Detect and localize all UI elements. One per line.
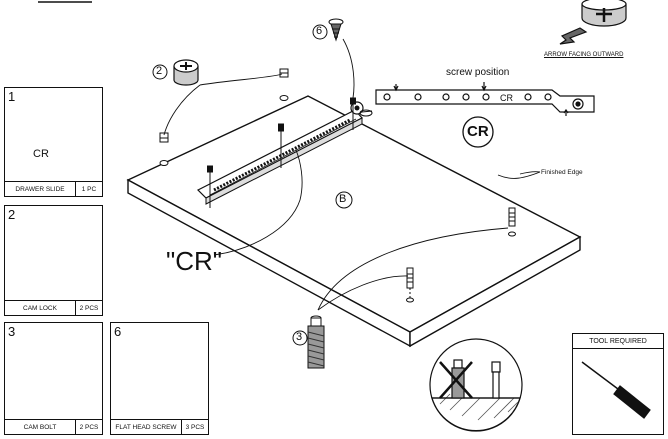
screwdriver-drawing: [581, 361, 651, 419]
slide-screws: [207, 97, 356, 208]
part-box-drawer-slide: 1 CR DRAWER SLIDE 1 PC: [4, 87, 103, 197]
part-qty: 3 PCS: [185, 423, 205, 431]
part-qty: 1 PC: [81, 185, 97, 193]
part-name: CAM LOCK: [5, 301, 76, 315]
panel-b: [126, 95, 582, 348]
panel-holes: [159, 68, 516, 303]
arrow-facing-label: ARROW FACING OUTWARD: [544, 52, 624, 58]
leader-lines: [163, 38, 541, 311]
cam-detail: [559, 0, 627, 45]
part-box-cam-bolt: 3 CAM BOLT 2 PCS: [4, 322, 103, 435]
part-name: DRAWER SLIDE: [5, 182, 76, 196]
tool-required-box: TOOL REQUIRED: [572, 333, 664, 435]
finished-edge-label: Finished Edge: [541, 169, 583, 176]
callout-b: B: [339, 193, 347, 205]
slide-detail: [375, 82, 595, 116]
part-box-cam-lock: 2 CAM LOCK 2 PCS: [4, 205, 103, 316]
callout-6: 6: [316, 25, 323, 37]
tool-required-header: TOOL REQUIRED: [573, 334, 663, 349]
cam-lock-drawing: [173, 59, 199, 86]
cr-badge-label: CR: [467, 123, 489, 140]
part-number: 1: [8, 89, 16, 104]
slide-cr-marking: CR: [500, 93, 513, 103]
cr-quote-label: "CR": [166, 246, 223, 276]
part-number: 2: [8, 207, 16, 222]
cr-badge-circle: [462, 116, 494, 148]
drawer-slide-on-panel: [196, 101, 373, 205]
part-qty: 2 PCS: [79, 304, 99, 312]
part-number: 6: [114, 324, 122, 339]
screw-drawing: [328, 18, 344, 42]
screw-position-label: screw position: [446, 67, 510, 78]
part-qty: 2 PCS: [79, 423, 99, 431]
part-box-flat-head-screw: 6 FLAT HEAD SCREW 3 PCS: [110, 322, 209, 435]
callout-2-circle: [152, 64, 168, 80]
cam-bolt-drawing: [307, 315, 325, 369]
install-detail: [429, 338, 523, 432]
part-name: FLAT HEAD SCREW: [111, 420, 182, 434]
callout-6-circle: [312, 24, 328, 40]
callout-b-circle: [335, 191, 353, 209]
part-name: CAM BOLT: [5, 420, 76, 434]
callout-2: 2: [156, 65, 163, 77]
callout-3: 3: [296, 331, 303, 343]
drawer-slide-cr-mark: CR: [33, 148, 49, 160]
callout-3-circle: [292, 330, 308, 346]
part-number: 3: [8, 324, 16, 339]
